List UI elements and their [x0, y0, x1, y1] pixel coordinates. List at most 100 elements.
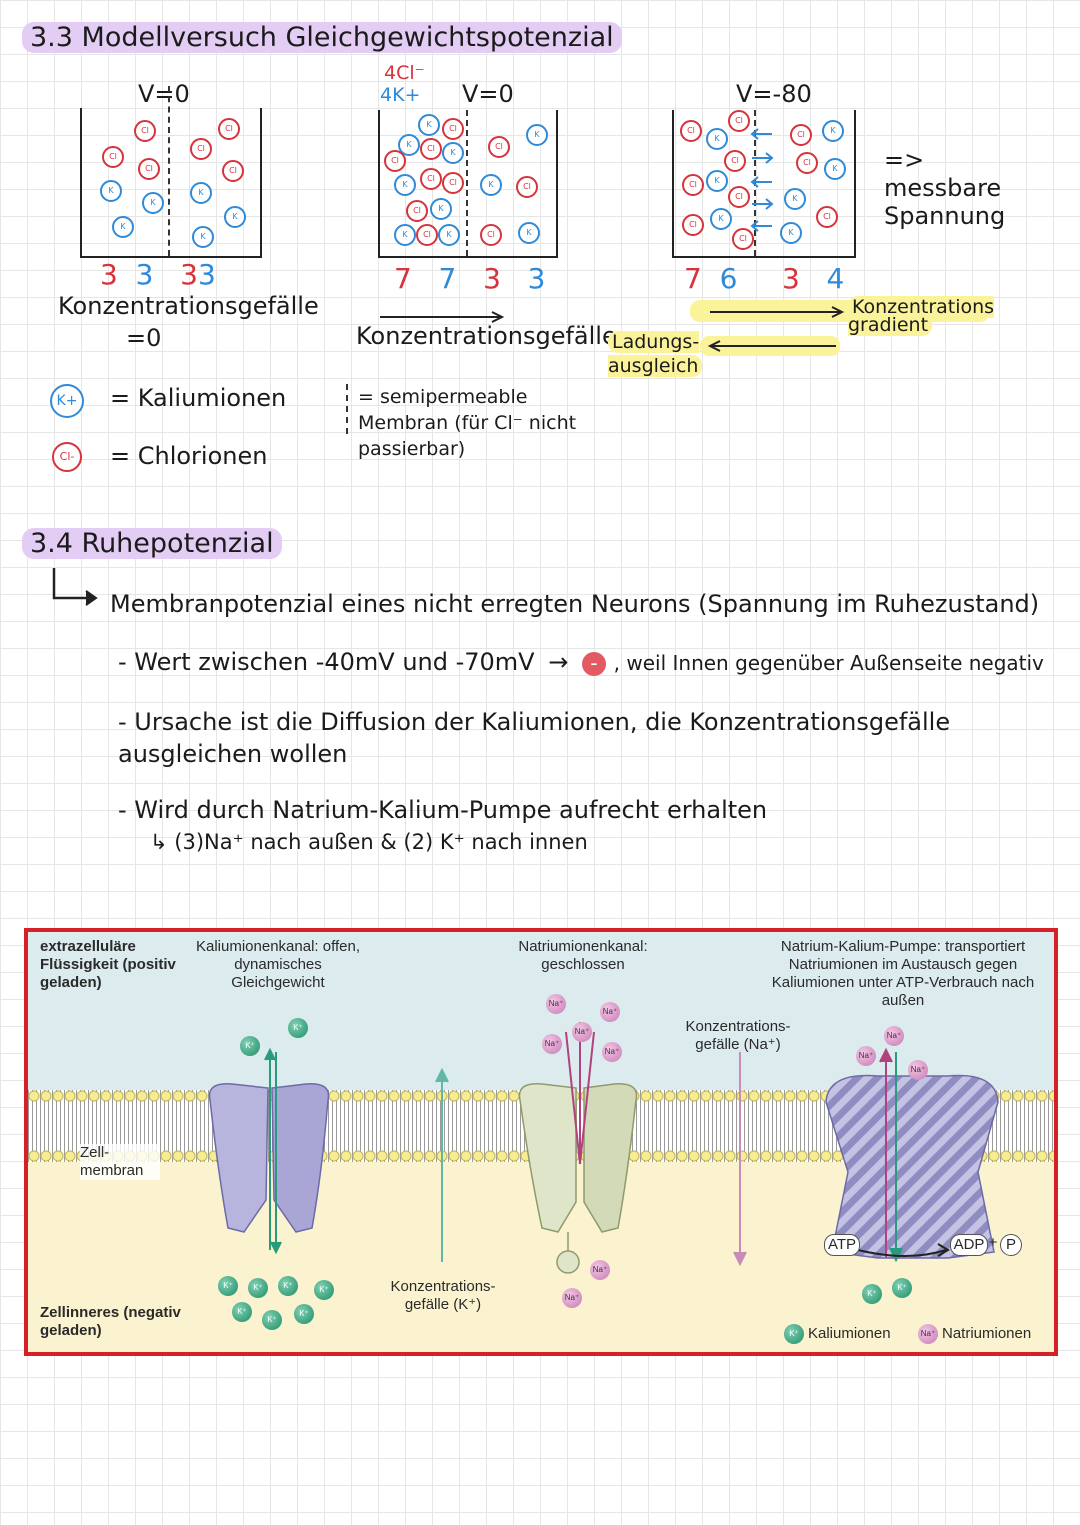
k-ion: K⁺	[262, 1310, 282, 1330]
k-ion: K	[780, 222, 802, 244]
k-ion: K	[394, 224, 416, 246]
k-ion: K⁺	[294, 1304, 314, 1324]
k-ion: K⁺	[288, 1018, 308, 1038]
box2-top-cl: 4Cl⁻	[384, 62, 425, 84]
section-3-4-title: 3.4 Ruhepotenzial	[22, 528, 282, 559]
k-ion: K	[480, 174, 502, 196]
legend-k-ion: K⁺	[784, 1324, 804, 1344]
cl-ion: Cl	[796, 152, 818, 174]
charge-label: Ladungs- ausgleich	[608, 330, 708, 378]
membrane-dash	[168, 86, 170, 256]
box3-counts: 7 6 3 4	[684, 262, 845, 295]
bullet-value: - Wert zwischen -40mV und -70mV → - , we…	[118, 648, 1044, 676]
arrow-right-icon	[52, 568, 98, 606]
k-ion: K⁺	[862, 1284, 882, 1304]
bullet-cause: - Ursache ist die Diffusion der Kaliumio…	[118, 708, 951, 768]
plus-sign: +	[988, 1234, 998, 1251]
k-ion: K	[100, 180, 122, 202]
label-pump: Natrium-Kalium-Pumpe: transportiert Natr…	[771, 938, 1035, 1009]
box1-voltage: V=0	[138, 80, 190, 108]
box2-counts: 7 7 3 3	[394, 262, 546, 295]
k-ion: K	[398, 134, 420, 156]
cl-ion: Cl	[442, 172, 464, 194]
cl-ion: Cl	[420, 138, 442, 160]
label-na-channel: Natriumionenkanal: geschlossen	[518, 938, 648, 973]
box1-counts: 3 3 33	[100, 258, 216, 291]
membrane-figure: extrazelluläre Flüssigkeit (positiv gela…	[24, 928, 1058, 1356]
label-intracellular: Zellinneres (negativ geladen)	[40, 1304, 181, 1339]
cl-ion: Cl	[218, 118, 240, 140]
cl-ion: Cl	[416, 224, 438, 246]
k-ion: K⁺	[218, 1276, 238, 1296]
cl-ion: Cl	[816, 206, 838, 228]
bullet-pump: - Wird durch Natrium-Kalium-Pumpe aufrec…	[118, 796, 768, 824]
na-ion: Na⁺	[884, 1026, 904, 1046]
na-ion: Na⁺	[542, 1034, 562, 1054]
gradient-arrow	[380, 311, 505, 323]
na-ion: Na⁺	[600, 1002, 620, 1022]
model-box-1: Cl Cl Cl Cl Cl Cl K K K K K K	[80, 86, 262, 258]
na-ion: Na⁺	[546, 994, 566, 1014]
k-ion: K⁺	[248, 1278, 268, 1298]
figure-drawing	[208, 1022, 999, 1274]
cl-ion: Cl	[384, 150, 406, 172]
cl-ion: Cl	[420, 168, 442, 190]
legend-na-ion: Na⁺	[918, 1324, 938, 1344]
model-box-2: K Cl K Cl K Cl K Cl Cl Cl K K Cl K Cl K …	[378, 110, 558, 258]
k-ion: K	[784, 188, 806, 210]
cl-ion: Cl	[516, 176, 538, 198]
cl-ion: Cl	[732, 228, 754, 250]
k-ion: K	[418, 114, 440, 136]
box3-result: => messbare Spannung	[884, 146, 1006, 230]
legend-k-text: Kaliumionen	[808, 1325, 891, 1342]
box1-caption-zero: =0	[126, 324, 162, 352]
box2-voltage: V=0	[462, 80, 514, 108]
chloride-symbol: Cl-	[52, 442, 82, 472]
legend-na-text: Natriumionen	[942, 1325, 1032, 1342]
phosphate-badge: P	[1000, 1234, 1022, 1256]
k-ion: K	[518, 222, 540, 244]
k-ion: K	[142, 192, 164, 214]
cl-ion: Cl	[442, 118, 464, 140]
gradient-label: Konzentrations gradient	[848, 296, 995, 336]
cl-ion: Cl	[480, 224, 502, 246]
cl-ion: Cl	[790, 124, 812, 146]
k-ion: K	[394, 174, 416, 196]
label-k-channel: Kaliumionenkanal: offen, dynamisches Gle…	[195, 938, 360, 991]
na-ion: Na⁺	[590, 1260, 610, 1280]
k-ion: K	[192, 226, 214, 248]
cl-ion: Cl	[222, 160, 244, 182]
k-ion: K	[442, 142, 464, 164]
na-ion: Na⁺	[572, 1022, 592, 1042]
k-ion: K⁺	[314, 1280, 334, 1300]
cl-ion: Cl	[728, 186, 750, 208]
legend-membrane: = semipermeable Membran (für Cl⁻ nicht p…	[358, 386, 577, 460]
cl-ion: Cl	[682, 214, 704, 236]
k-ion: K	[112, 216, 134, 238]
k-ion: K	[526, 124, 548, 146]
k-ion: K	[822, 120, 844, 142]
cl-ion: Cl	[134, 120, 156, 142]
adp-badge: ADP	[950, 1234, 988, 1256]
model-box-3: Cl K Cl Cl Cl K Cl Cl K Cl Cl K Cl K K C…	[672, 110, 856, 258]
section-3-3-title: 3.3 Modellversuch Gleichgewichtspotenzia…	[22, 22, 622, 53]
k-ion: K	[706, 170, 728, 192]
na-ion: Na⁺	[562, 1288, 582, 1308]
cl-ion: Cl	[724, 150, 746, 172]
cl-ion: Cl	[138, 158, 160, 180]
box3-voltage: V=-80	[736, 80, 812, 108]
membrane-symbol	[346, 384, 348, 434]
cl-ion: Cl	[728, 110, 750, 132]
atp-badge: ATP	[824, 1234, 860, 1256]
box2-caption: Konzentrationsgefälle	[356, 322, 617, 350]
cl-ion: Cl	[682, 174, 704, 196]
k-ion: K	[190, 182, 212, 204]
membrane-dash	[466, 110, 468, 256]
bullet-pump-detail: ↳ (3)Na⁺ nach außen & (2) K⁺ nach innen	[150, 830, 588, 854]
na-ion: Na⁺	[856, 1046, 876, 1066]
cl-ion: Cl	[488, 136, 510, 158]
negative-sign: -	[582, 652, 606, 676]
cl-ion: Cl	[190, 138, 212, 160]
potassium-symbol: K+	[50, 384, 84, 418]
label-gradient-na: Konzentrations- gefälle (Na⁺)	[685, 1018, 791, 1053]
